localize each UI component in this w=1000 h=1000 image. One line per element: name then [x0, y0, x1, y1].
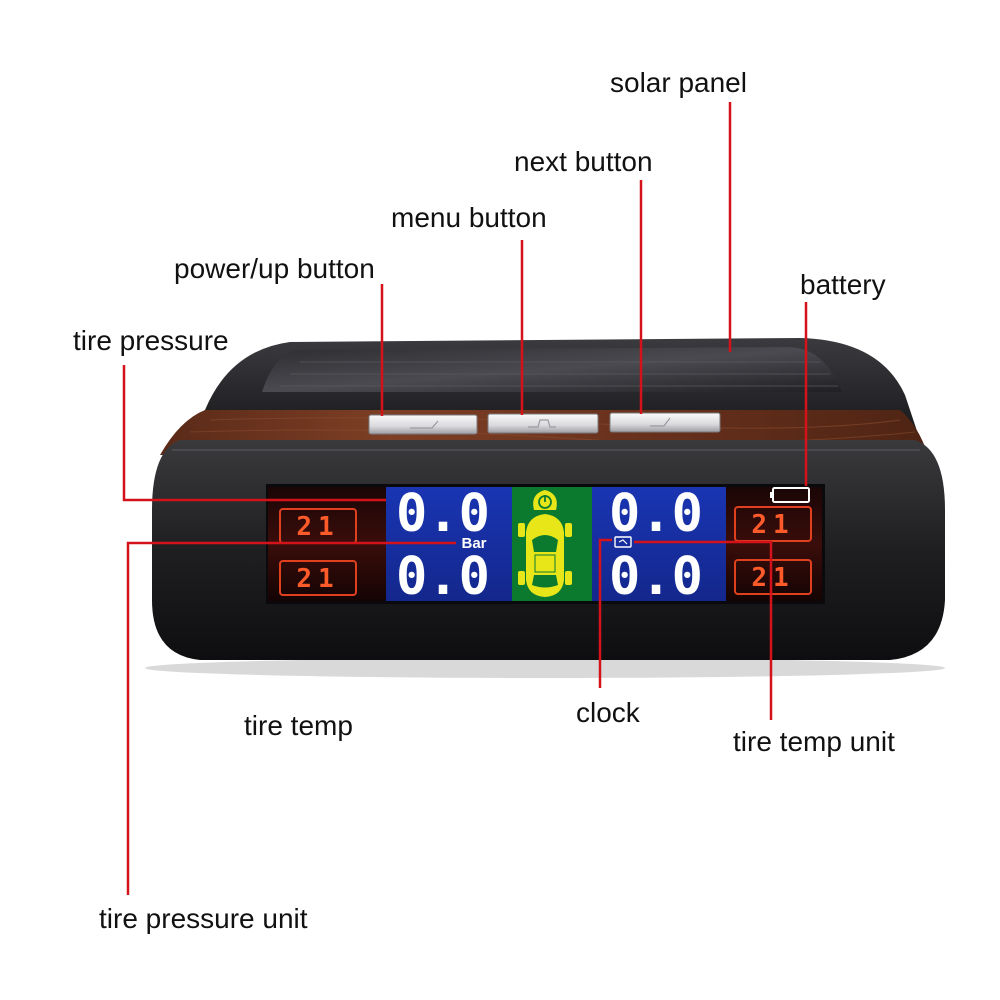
car-rear-window: [532, 575, 558, 588]
label-next-button: next button: [514, 146, 653, 177]
temp-box-rear-left: [279, 560, 357, 596]
temp-front-right: 21: [751, 510, 794, 540]
label-tire-temp: tire temp: [244, 710, 353, 741]
wheel-rear-left: [518, 571, 525, 585]
device: 21 21 21 21 0.0 0.0 0.0 0.0 Bar: [145, 338, 945, 678]
car-roof: [534, 554, 556, 573]
label-tire-pressure-unit: tire pressure unit: [99, 903, 308, 934]
callout-tire-temp-unit: [634, 540, 773, 720]
temp-box-rear-right: [734, 559, 812, 595]
temp-front-left: 21: [296, 512, 339, 542]
next-button[interactable]: [609, 412, 721, 433]
label-solar-panel: solar panel: [610, 67, 747, 98]
device-shadow: [145, 658, 945, 678]
wheel-front-right: [565, 523, 572, 537]
tpms-warning-icon: [533, 490, 557, 510]
pressure-rear-left: 0.0: [396, 547, 490, 607]
wheel-rear-right: [565, 571, 572, 585]
temp-rear-right: 21: [751, 563, 794, 593]
wheel-front-left: [518, 523, 525, 537]
pressure-front-right: 0.0: [609, 484, 703, 544]
label-tire-temp-unit: tire temp unit: [733, 726, 895, 757]
temp-rear-left: 21: [296, 564, 339, 594]
label-clock: clock: [576, 697, 641, 728]
power-up-button-mark: [410, 420, 439, 429]
battery-icon: [770, 487, 810, 503]
solar-panel-lines: [280, 361, 838, 387]
label-menu-button: menu button: [391, 202, 547, 233]
solar-panel: [262, 347, 842, 392]
callout-lines: [122, 102, 808, 895]
menu-button[interactable]: [487, 413, 599, 434]
callout-tire-pressure-unit: [126, 541, 456, 895]
power-up-button[interactable]: [368, 414, 478, 435]
car-windshield: [532, 535, 558, 552]
callout-tire-pressure: [122, 365, 386, 502]
pressure-front-left: 0.0: [396, 484, 490, 544]
label-battery: battery: [800, 269, 886, 300]
pressure-rear-right: 0.0: [609, 547, 703, 607]
next-button-mark: [650, 417, 671, 427]
labels: solar panel next button menu button powe…: [73, 67, 895, 934]
car-icon: [518, 490, 572, 597]
callout-clock: [598, 538, 612, 688]
menu-button-mark: [528, 419, 556, 428]
temp-box-front-right: [734, 506, 812, 542]
label-tire-pressure: tire pressure: [73, 325, 229, 356]
label-power-up-button: power/up button: [174, 253, 375, 284]
pressure-unit: Bar: [461, 535, 486, 552]
clock-icon: [614, 536, 632, 548]
